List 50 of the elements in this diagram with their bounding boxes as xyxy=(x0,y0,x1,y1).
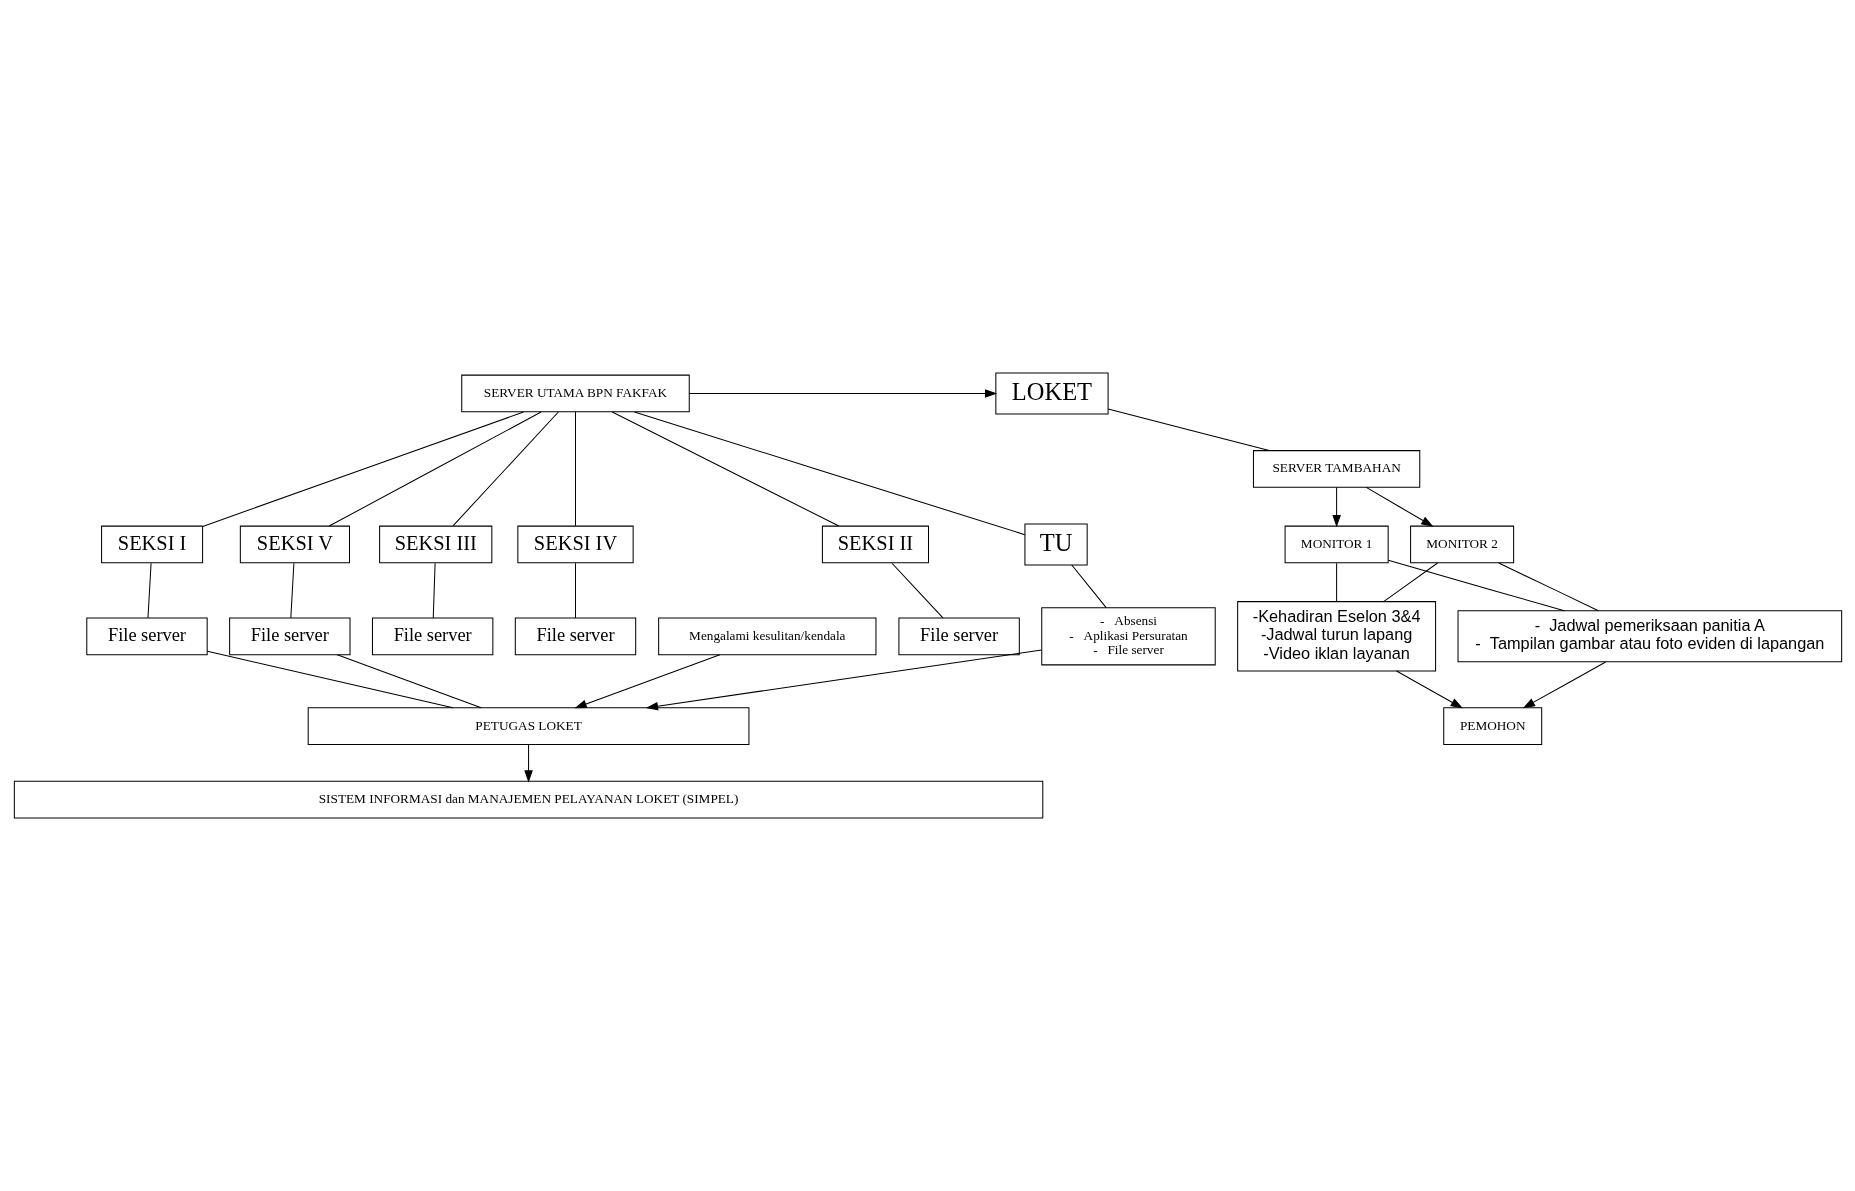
node-box: SISTEM INFORMASI dan MANAJEMEN PELAYANAN LOKET (SIMPEL) xyxy=(13,780,1043,819)
connector xyxy=(206,650,453,709)
connector xyxy=(1070,564,1107,609)
arrow xyxy=(523,744,533,783)
connector xyxy=(574,562,576,619)
connector xyxy=(611,411,839,527)
node-box: -Kehadiran Eselon 3&4 -Jadwal turun lapang -Video iklan layanan xyxy=(1236,601,1436,672)
connector xyxy=(1382,562,1438,602)
node-box: File server xyxy=(228,617,351,656)
node-box: SEKSI II xyxy=(821,525,929,564)
node-box: SERVER UTAMA BPN FAKFAK xyxy=(460,374,690,413)
connector xyxy=(1387,559,1565,612)
node-box: File server xyxy=(514,617,636,656)
node-box: MONITOR 1 xyxy=(1284,525,1389,564)
connector xyxy=(633,411,1025,536)
arrow xyxy=(1395,670,1463,709)
node-box: TU xyxy=(1023,523,1088,566)
connector xyxy=(574,411,576,527)
node-box: File server xyxy=(371,617,493,656)
connector xyxy=(328,411,542,527)
arrow xyxy=(688,389,997,398)
node-box: File server xyxy=(85,617,208,656)
arrow xyxy=(1365,486,1433,527)
node-box: MONITOR 2 xyxy=(1409,525,1514,564)
connector xyxy=(201,411,524,527)
arrow xyxy=(574,654,720,709)
node-box: Mengalami kesulitan/kendala xyxy=(657,617,876,656)
arrow xyxy=(1331,486,1341,528)
node-box: PETUGAS LOKET xyxy=(307,707,749,745)
node-box: - Jadwal pemeriksaan panitia A - Tampilan gambar atau foto eviden di lapangan xyxy=(1457,610,1842,663)
node-box: SEKSI III xyxy=(378,525,492,564)
node-box: SEKSI IV xyxy=(516,525,634,564)
node-box: PEMOHON xyxy=(1442,707,1542,745)
connector xyxy=(890,562,943,619)
connector xyxy=(336,654,482,709)
connector xyxy=(289,562,294,619)
connector xyxy=(1107,408,1270,452)
node-box: File server xyxy=(897,617,1020,656)
connector xyxy=(1335,562,1337,603)
node-box: - Absensi - Aplikasi Persuratan - File server xyxy=(1040,607,1216,666)
node-box: SEKSI I xyxy=(100,525,203,564)
connector xyxy=(452,411,559,527)
connector xyxy=(432,562,436,619)
node-box: SEKSI V xyxy=(239,525,350,564)
connector xyxy=(146,562,152,619)
arrow xyxy=(1522,661,1606,709)
node-box: SERVER TAMBAHAN xyxy=(1252,450,1420,488)
connector xyxy=(1497,562,1599,612)
arrow xyxy=(645,649,1042,711)
node-box: LOKET xyxy=(994,372,1109,415)
